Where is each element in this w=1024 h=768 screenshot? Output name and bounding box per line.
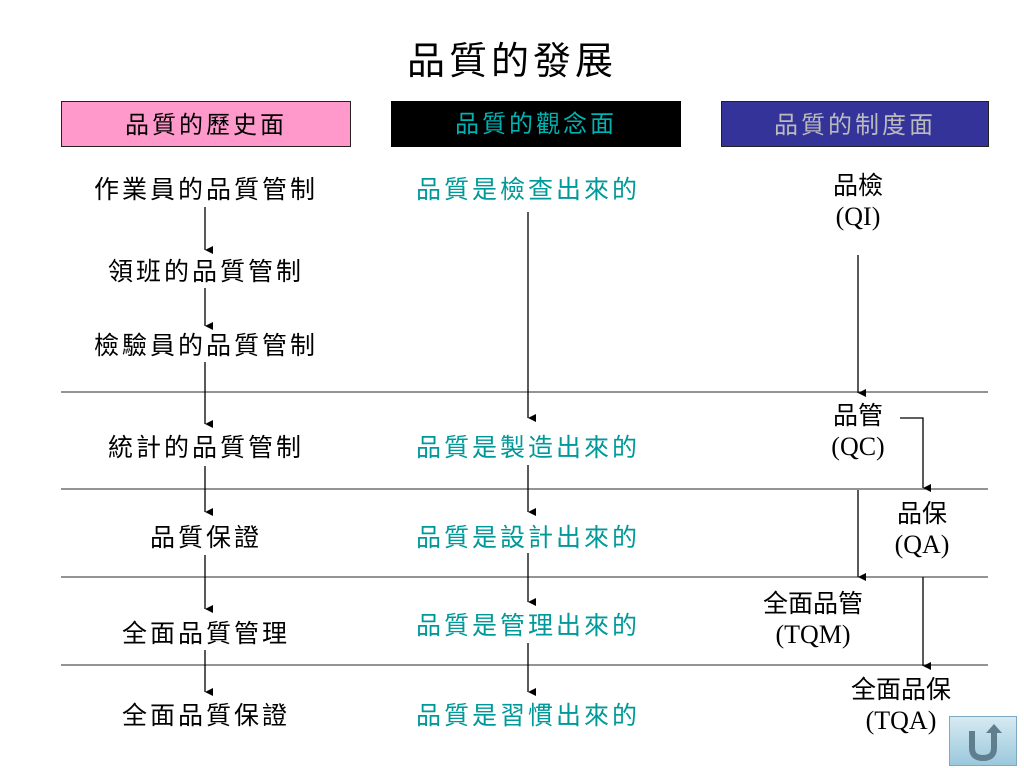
back-button[interactable] bbox=[949, 716, 1017, 766]
page-title: 品質的發展 bbox=[406, 39, 617, 83]
system-item-name: 全面品管 bbox=[762, 589, 863, 618]
header-history: 品質的歷史面 bbox=[61, 101, 351, 147]
header-concept: 品質的觀念面 bbox=[391, 101, 681, 147]
system-item-tqa: 全面品保 (TQA) bbox=[826, 674, 976, 736]
system-item-abbr: (QA) bbox=[894, 530, 950, 559]
system-item-abbr: (QI) bbox=[835, 202, 881, 231]
history-item: 全面品質保證 bbox=[121, 701, 290, 730]
system-item-abbr: (QC) bbox=[831, 432, 885, 461]
system-item-qi: 品檢 (QI) bbox=[798, 170, 918, 232]
concept-item: 品質是檢查出來的 bbox=[415, 175, 640, 204]
system-item-name: 全面品保 bbox=[850, 675, 951, 704]
history-item: 品質保證 bbox=[149, 523, 262, 552]
history-item: 統計的品質管制 bbox=[107, 433, 304, 462]
header-system: 品質的制度面 bbox=[721, 101, 989, 147]
concept-item: 品質是習慣出來的 bbox=[415, 701, 640, 730]
history-item: 作業員的品質管制 bbox=[93, 175, 318, 204]
history-item: 檢驗員的品質管制 bbox=[93, 331, 318, 360]
system-item-qc: 品管 (QC) bbox=[798, 400, 918, 462]
concept-item: 品質是設計出來的 bbox=[415, 523, 640, 552]
system-item-name: 品管 bbox=[832, 401, 883, 430]
concept-item: 品質是製造出來的 bbox=[415, 433, 640, 462]
system-item-abbr: (TQM) bbox=[775, 620, 851, 649]
system-item-abbr: (TQA) bbox=[865, 706, 937, 735]
history-item: 領班的品質管制 bbox=[107, 257, 304, 286]
system-arrow bbox=[900, 417, 931, 492]
history-item: 全面品質管理 bbox=[121, 619, 290, 648]
concept-item: 品質是管理出來的 bbox=[415, 611, 640, 640]
system-item-name: 品保 bbox=[896, 499, 947, 528]
system-item-qa: 品保 (QA) bbox=[866, 498, 978, 560]
system-item-name: 品檢 bbox=[832, 171, 883, 200]
u-turn-arrow-icon bbox=[969, 724, 1002, 762]
system-item-tqm: 全面品管 (TQM) bbox=[738, 588, 888, 650]
